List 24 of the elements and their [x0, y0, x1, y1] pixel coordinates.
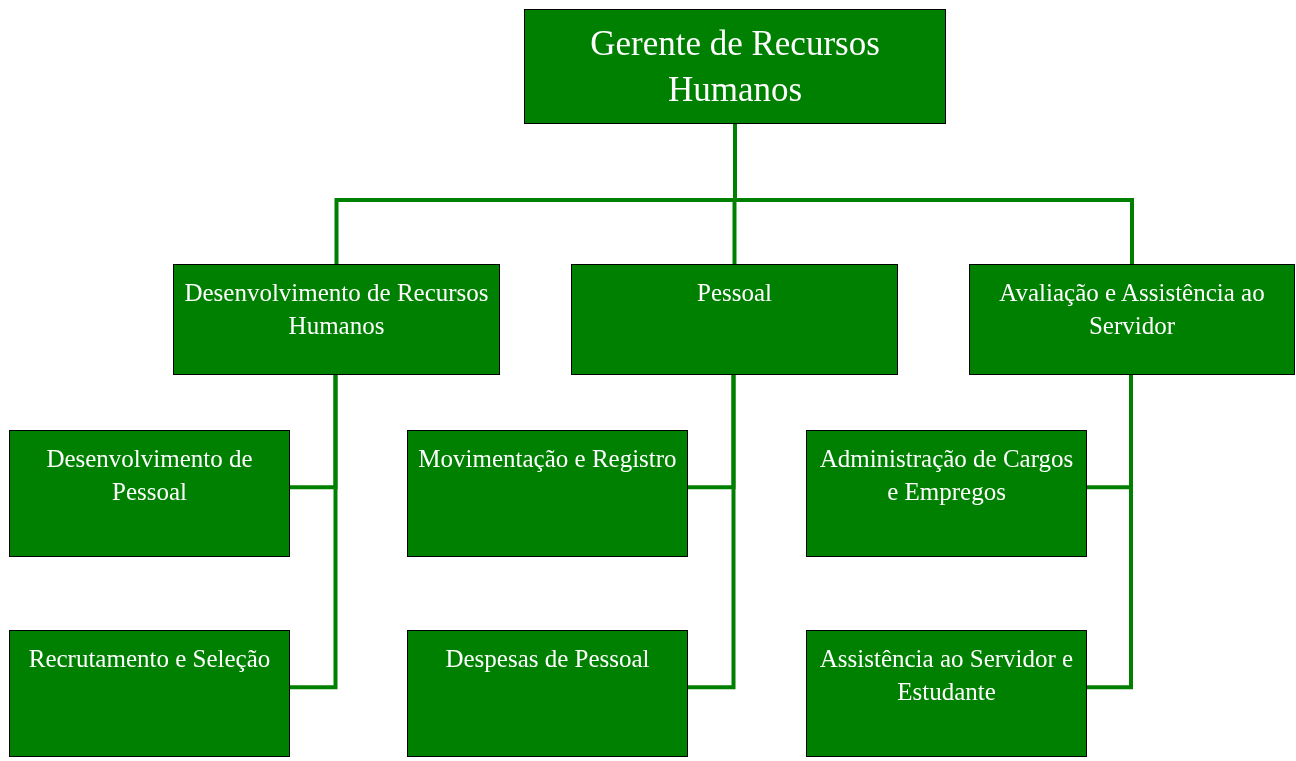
org-box [571, 264, 898, 375]
connector-line [290, 375, 338, 690]
org-box [969, 264, 1295, 375]
org-box [407, 630, 688, 757]
org-box [524, 9, 946, 124]
box-label: Movimentação e Registro [418, 444, 677, 474]
org-box [407, 430, 688, 557]
box-label: Desenvolvimento de Pessoal [45, 444, 254, 507]
org-box [9, 630, 290, 757]
connector-line [1087, 375, 1133, 690]
connector-line [688, 375, 736, 690]
box-label: Recrutamento e Seleção [28, 644, 271, 674]
box-label: Desenvolvimento de Recursos Humanos [183, 278, 490, 341]
box-label: Despesas de Pessoal [445, 644, 650, 674]
org-box [173, 264, 500, 375]
connector-line [733, 124, 1134, 264]
box-label: Avaliação e Assistência ao Servidor [998, 278, 1266, 341]
box-label: Assistência ao Servidor e Estudante [818, 644, 1075, 707]
box-label: Gerente de Recursos Humanos [589, 23, 881, 111]
org-box [806, 430, 1087, 557]
box-label: Pessoal [697, 278, 772, 308]
org-box [806, 630, 1087, 757]
org-box [9, 430, 290, 557]
box-label: Administração de Cargos e Empregos [818, 444, 1075, 507]
